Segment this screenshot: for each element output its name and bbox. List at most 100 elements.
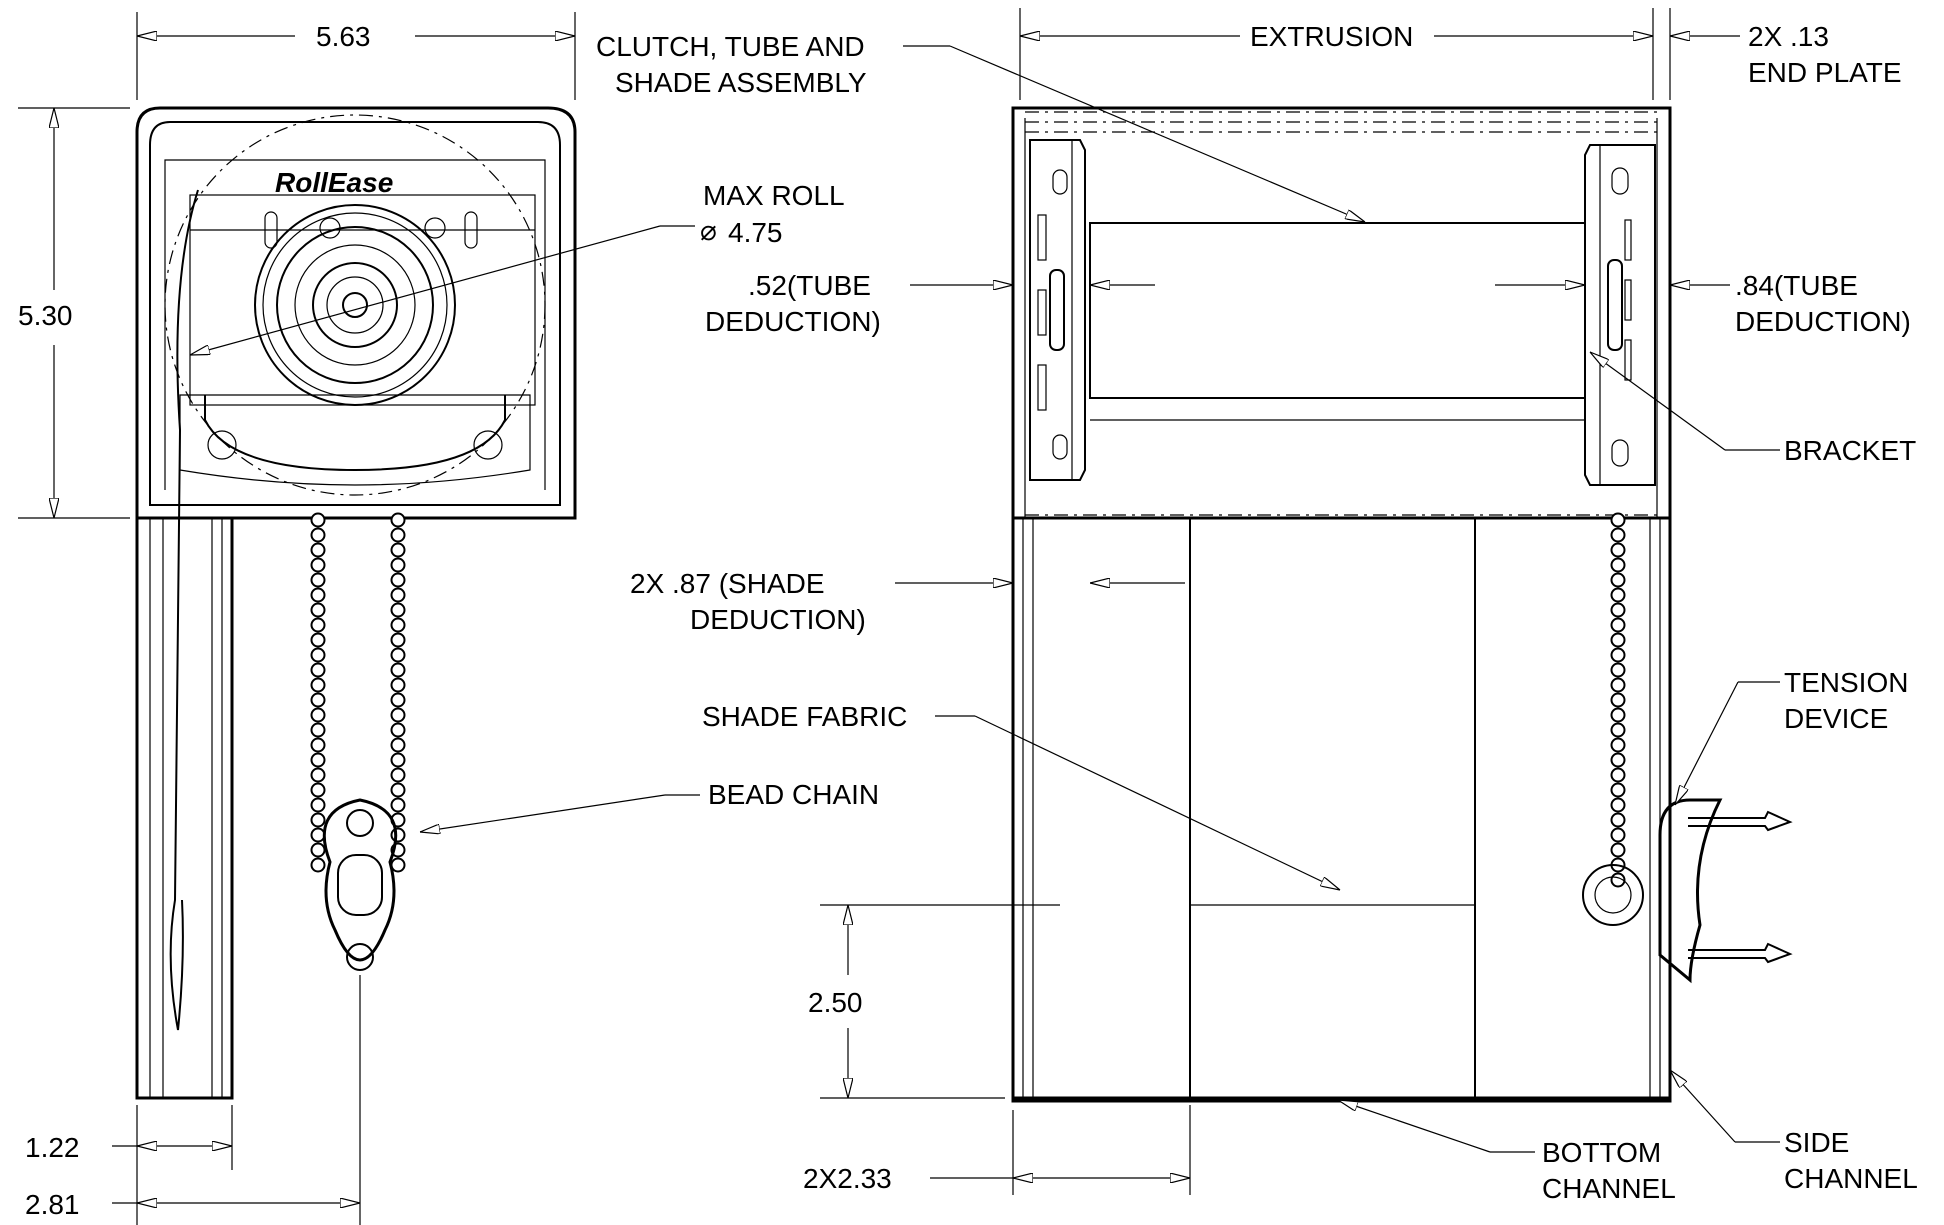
- chain-bead: [310, 647, 326, 663]
- chain-bead: [390, 512, 406, 528]
- chain-bead: [310, 692, 326, 708]
- dim-122: 1.22: [25, 1132, 80, 1163]
- dim-2x233: 2X2.33: [803, 1163, 892, 1194]
- chain-bead: [1610, 707, 1626, 723]
- chain-bead: [310, 662, 326, 678]
- chain-bead: [1610, 527, 1626, 543]
- chain-bead: [310, 512, 326, 528]
- max-roll-value: 4.75: [728, 217, 783, 248]
- dim-281: 2.81: [25, 1189, 80, 1220]
- chain-bead: [1610, 572, 1626, 588]
- side-channel-1: SIDE: [1784, 1127, 1849, 1158]
- chain-bead: [310, 602, 326, 618]
- chain-bead: [390, 587, 406, 603]
- tube-deduction-right-2: DEDUCTION): [1735, 306, 1911, 337]
- dim-250: 2.50: [808, 987, 863, 1018]
- dim-width-563: 5.63: [316, 21, 371, 52]
- clutch-label-1: CLUTCH, TUBE AND: [596, 31, 865, 62]
- chain-bead: [1610, 842, 1626, 858]
- tube-deduction-left-1: .52(TUBE: [748, 270, 871, 301]
- tension-device-2: DEVICE: [1784, 703, 1888, 734]
- tube-deduction-right-1: .84(TUBE: [1735, 270, 1858, 301]
- chain-bead: [1610, 812, 1626, 828]
- chain-bead: [390, 767, 406, 783]
- chain-bead: [390, 527, 406, 543]
- chain-bead: [1610, 647, 1626, 663]
- chain-bead: [1610, 617, 1626, 633]
- chain-bead: [1610, 557, 1626, 573]
- chain-bead: [1610, 677, 1626, 693]
- chain-bead: [390, 722, 406, 738]
- chain-bead: [390, 662, 406, 678]
- end-plate-label: END PLATE: [1748, 57, 1902, 88]
- chain-bead: [390, 737, 406, 753]
- chain-bead: [390, 707, 406, 723]
- max-roll-label: MAX ROLL: [703, 180, 845, 211]
- chain-bead: [1610, 632, 1626, 648]
- side-view-dimensions: 5.63 5.30 1.22 2.81 MAX ROLL ⌀ 4.75 BEAD…: [18, 12, 879, 1225]
- chain-bead: [390, 782, 406, 798]
- chain-bead: [390, 602, 406, 618]
- chain-bead: [390, 692, 406, 708]
- chain-bead: [310, 827, 326, 843]
- chain-bead: [1610, 662, 1626, 678]
- chain-bead: [1610, 827, 1626, 843]
- chain-bead: [1610, 737, 1626, 753]
- bead-chain-left: [310, 512, 406, 873]
- chain-bead: [390, 557, 406, 573]
- bead-chain-right: [1610, 512, 1626, 888]
- side-view: RollEase: [135, 106, 577, 1100]
- end-plate-qty: 2X .13: [1748, 21, 1829, 52]
- chain-bead: [390, 572, 406, 588]
- tube-deduction-left-2: DEDUCTION): [705, 306, 881, 337]
- chain-bead: [310, 722, 326, 738]
- front-view: [1011, 106, 1793, 1103]
- chain-bead: [390, 677, 406, 693]
- chain-bead: [310, 617, 326, 633]
- chain-bead: [310, 767, 326, 783]
- bottom-channel-2: CHANNEL: [1542, 1173, 1676, 1204]
- chain-bead: [310, 842, 326, 858]
- chain-bead: [390, 542, 406, 558]
- chain-bead: [390, 617, 406, 633]
- bracket-label: BRACKET: [1784, 435, 1916, 466]
- chain-bead: [310, 707, 326, 723]
- chain-bead: [310, 677, 326, 693]
- dim-height-530: 5.30: [18, 300, 73, 331]
- extrusion-label: EXTRUSION: [1250, 21, 1413, 52]
- shade-fabric-label: SHADE FABRIC: [702, 701, 907, 732]
- chain-bead: [390, 827, 406, 843]
- chain-bead: [1610, 752, 1626, 768]
- clutch-label-2: SHADE ASSEMBLY: [615, 67, 867, 98]
- chain-bead: [310, 572, 326, 588]
- bottom-channel-1: BOTTOM: [1542, 1137, 1661, 1168]
- chain-bead: [1610, 722, 1626, 738]
- chain-bead: [1610, 602, 1626, 618]
- chain-bead: [390, 797, 406, 813]
- chain-bead: [310, 797, 326, 813]
- bead-chain-label: BEAD CHAIN: [708, 779, 879, 810]
- front-view-dimensions: EXTRUSION 2X .13 END PLATE CLUTCH, TUBE …: [596, 8, 1918, 1204]
- chain-bead: [310, 557, 326, 573]
- chain-bead: [310, 542, 326, 558]
- chain-bead: [310, 857, 326, 873]
- chain-bead: [1610, 512, 1626, 528]
- side-channel-2: CHANNEL: [1784, 1163, 1918, 1194]
- chain-bead: [390, 857, 406, 873]
- chain-bead: [1610, 542, 1626, 558]
- chain-bead: [1610, 692, 1626, 708]
- chain-bead: [1610, 767, 1626, 783]
- chain-bead: [310, 632, 326, 648]
- chain-bead: [310, 812, 326, 828]
- chain-bead: [310, 782, 326, 798]
- chain-bead: [390, 752, 406, 768]
- chain-bead: [310, 527, 326, 543]
- chain-bead: [310, 737, 326, 753]
- chain-bead: [1610, 797, 1626, 813]
- shade-deduction-2: DEDUCTION): [690, 604, 866, 635]
- chain-bead: [390, 632, 406, 648]
- chain-bead: [310, 587, 326, 603]
- chain-bead: [1610, 782, 1626, 798]
- tension-device-1: TENSION: [1784, 667, 1908, 698]
